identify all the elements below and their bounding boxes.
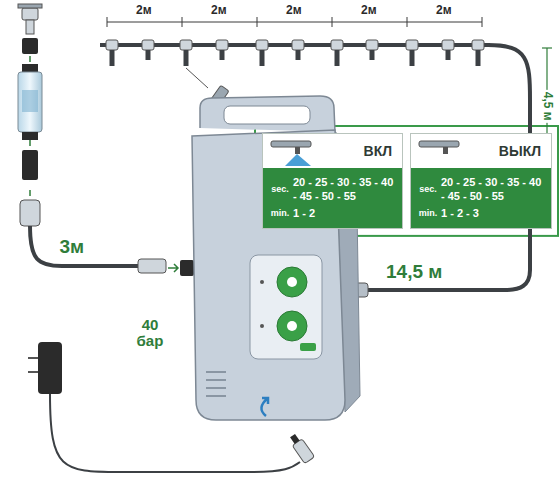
dimension-line <box>107 17 482 27</box>
unit-label: min. <box>267 208 293 218</box>
panel-row: min.1 - 2 - 3 <box>415 206 545 220</box>
filter <box>18 64 42 140</box>
dimension-label: 4,5 м <box>541 89 554 122</box>
power-connector <box>288 432 315 463</box>
dimension-label: 2м <box>359 4 379 17</box>
nozzle-icon <box>269 137 329 167</box>
nozzle-icon <box>417 137 477 167</box>
panel-body: sec.20 - 25 - 30 - 35 - 40 - 45 - 50 - 5… <box>263 168 402 228</box>
unit-label: sec. <box>415 184 441 194</box>
length-label: 3м <box>58 237 87 257</box>
panel-title: ВЫКЛ <box>499 143 541 159</box>
length-label: 14,5 м <box>384 262 444 282</box>
timer-panel: ВКЛ sec.20 - 25 - 30 - 35 - 40 - 45 - 50 … <box>262 133 403 229</box>
dimension-label: 2м <box>134 4 154 17</box>
panel-title: ВКЛ <box>364 143 392 159</box>
unit-label: sec. <box>267 184 293 194</box>
panel-header: ВЫКЛ <box>411 134 551 168</box>
quick-connector <box>20 200 40 226</box>
unit-label: min. <box>415 208 441 218</box>
panel-body: sec.20 - 25 - 30 - 35 - 40 - 45 - 50 - 5… <box>411 168 551 228</box>
faucet <box>18 4 42 34</box>
fitting <box>22 38 38 54</box>
panel-row: sec.20 - 25 - 30 - 35 - 40 - 45 - 50 - 5… <box>267 175 396 204</box>
nozzle-row <box>106 40 484 66</box>
power-adapter <box>28 342 62 394</box>
table-frame <box>255 126 558 236</box>
leader-line <box>186 68 208 88</box>
value-list: 1 - 2 - 3 <box>441 206 545 220</box>
connect-arrow <box>261 398 268 416</box>
pressure-label: 40 бар <box>128 317 172 349</box>
value-list: 20 - 25 - 30 - 35 - 40 - 45 - 50 - 55 <box>441 175 545 204</box>
hose <box>30 226 142 266</box>
power-cable <box>50 394 300 472</box>
panel-header: ВКЛ <box>263 134 402 168</box>
value-list: 1 - 2 <box>293 206 396 220</box>
inlet-connector <box>138 259 194 276</box>
dimension-label: 2м <box>209 4 229 17</box>
dimension-label: 2м <box>284 4 304 17</box>
panel-row: min.1 - 2 <box>267 206 396 220</box>
panel-row: sec.20 - 25 - 30 - 35 - 40 - 45 - 50 - 5… <box>415 175 545 204</box>
fitting <box>22 150 38 180</box>
value-list: 20 - 25 - 30 - 35 - 40 - 45 - 50 - 55 <box>293 175 396 204</box>
dimension-label: 2м <box>434 4 454 17</box>
timer-panel: ВЫКЛ sec.20 - 25 - 30 - 35 - 40 - 45 - 50… <box>410 133 552 229</box>
